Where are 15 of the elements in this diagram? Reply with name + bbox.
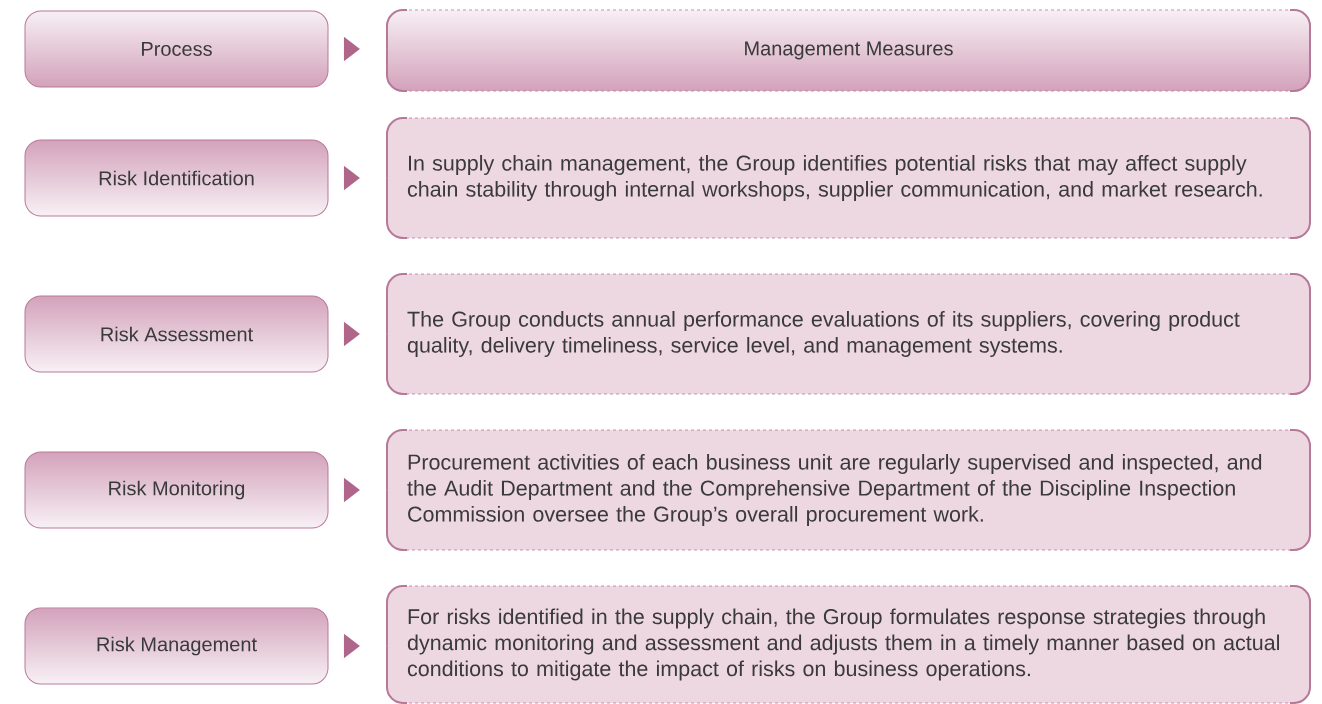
header-box: Management Measures: [386, 9, 1311, 92]
process-step-box: Process: [24, 10, 329, 88]
measure-box: Procurement activities of each business unit are regularly supervised and inspected, and the Audit Department and the Comprehensive Department of the Discipline Inspection Commission oversee the Group’s overall procurement work.: [386, 429, 1311, 551]
arrow: [328, 165, 387, 191]
arrow: [328, 321, 387, 347]
arrow: [328, 477, 387, 503]
measure-box: The Group conducts annual performance evaluations of its suppliers, covering product quality, delivery timeliness, service level, and management systems.: [386, 273, 1311, 395]
process-step-box: Risk Assessment: [24, 295, 329, 373]
arrow: [328, 633, 387, 659]
measure-box: In supply chain management, the Group identifies potential risks that may affect supply chain stability through internal workshops, supplier communication, and market research.: [386, 117, 1311, 239]
measure-box: For risks identified in the supply chain, the Group formulates response strategies through dynamic monitoring and assessment and adjusts them in a timely manner based on actual conditions to mitigate the impact of risks on business operations.: [386, 585, 1311, 704]
process-step-box: Risk Monitoring: [24, 451, 329, 529]
arrow: [328, 36, 387, 62]
process-step-box: Risk Management: [24, 607, 329, 685]
process-step-box: Risk Identification: [24, 139, 329, 217]
